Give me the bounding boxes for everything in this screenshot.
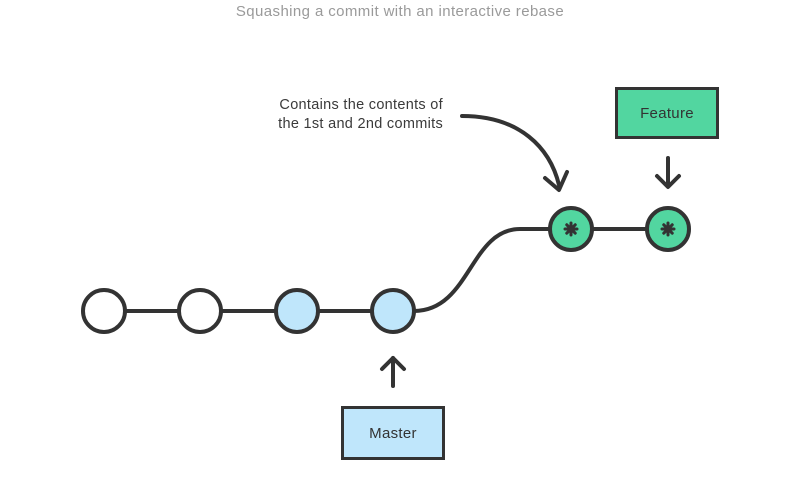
commit-line bbox=[104, 227, 668, 313]
diagram-caption: Squashing a commit with an interactive r… bbox=[235, 3, 565, 20]
annotation-line-2: the 1st and 2nd commits bbox=[278, 116, 443, 132]
commit-circle bbox=[177, 288, 223, 334]
commit-circle bbox=[81, 288, 127, 334]
commit-circle bbox=[274, 288, 320, 334]
commit-circle bbox=[370, 288, 416, 334]
annotation-text: Contains the contents of the 1st and 2nd… bbox=[200, 96, 443, 134]
feature-down-arrow-icon bbox=[655, 156, 681, 189]
master-branch-label: Master bbox=[341, 406, 445, 460]
annotation-line-1: Contains the contents of bbox=[279, 97, 443, 113]
annotation-arrowhead bbox=[543, 170, 569, 192]
master-commit-3 bbox=[274, 288, 320, 334]
commits bbox=[81, 206, 691, 334]
feature-commit-6 bbox=[645, 206, 691, 252]
master-commit-4 bbox=[370, 288, 416, 334]
base-commit-2 bbox=[177, 288, 223, 334]
annotation-arrow bbox=[460, 114, 561, 187]
feature-branch-label: Feature bbox=[615, 87, 719, 139]
master-up-arrow-icon bbox=[380, 356, 406, 388]
asterisk-icon bbox=[660, 221, 676, 237]
feature-commit-5 bbox=[548, 206, 594, 252]
base-commit-1 bbox=[81, 288, 127, 334]
asterisk-icon bbox=[563, 221, 579, 237]
